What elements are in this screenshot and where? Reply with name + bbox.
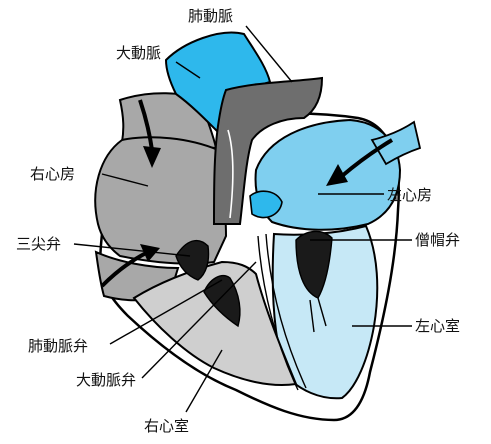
label-aortic-valve: 大動脈弁	[76, 371, 136, 389]
label-pulmonary-valve: 肺動脈弁	[28, 337, 88, 355]
label-aorta: 大動脈	[116, 44, 161, 62]
label-left-ventricle: 左心室	[415, 317, 460, 335]
label-tricuspid-valve: 三尖弁	[16, 235, 61, 253]
label-pulmonary-artery: 肺動脈	[188, 7, 233, 25]
label-right-ventricle: 右心室	[144, 417, 189, 435]
label-right-atrium: 右心房	[30, 165, 75, 183]
label-left-atrium: 左心房	[387, 186, 432, 204]
label-mitral-valve: 僧帽弁	[415, 231, 460, 249]
